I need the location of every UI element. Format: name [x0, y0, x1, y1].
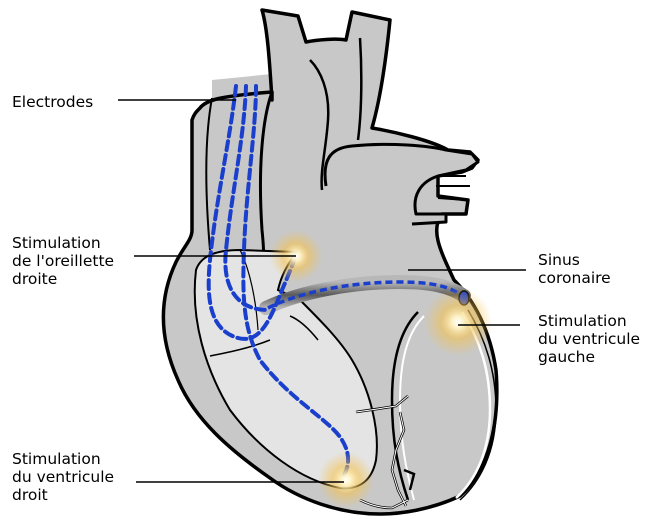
- glow-right-ventricle: [318, 452, 374, 508]
- label-right-ventricle-stimulation: Stimulation du ventricule droit: [12, 450, 119, 504]
- label-electrodes: Electrodes: [12, 93, 93, 111]
- label-left-ventricle-stimulation: Stimulation du ventricule gauche: [538, 312, 645, 366]
- glow-left-ventricle: [424, 288, 492, 356]
- label-right-atrium-stimulation: Stimulation de l'oreillette droite: [12, 234, 119, 288]
- label-coronary-sinus: Sinus coronaire: [538, 251, 611, 287]
